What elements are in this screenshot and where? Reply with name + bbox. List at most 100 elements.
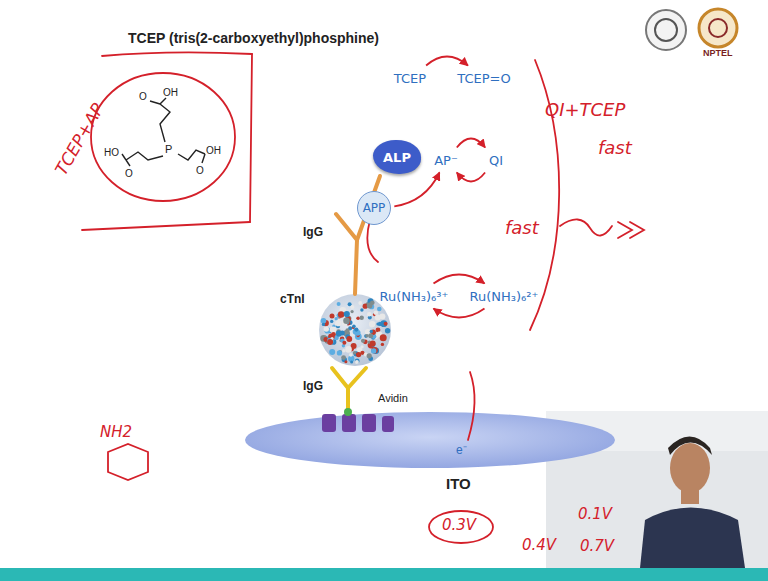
institute-logo — [646, 10, 686, 50]
reaction-arrow — [394, 173, 439, 207]
handwritten-note: NH2 — [100, 424, 132, 441]
handwritten-note: 0.1V — [578, 506, 612, 523]
protein-atom — [350, 361, 353, 364]
reaction-arrow — [457, 173, 485, 182]
capture-antibody — [332, 368, 366, 412]
protein-atom — [324, 326, 329, 331]
handwritten-note: 0.7V — [580, 538, 614, 555]
species-label: QI — [486, 151, 506, 170]
protein-atom — [360, 308, 363, 311]
protein-atom — [371, 348, 376, 353]
protein-atom — [377, 307, 382, 312]
protein-atom — [368, 333, 373, 338]
part-name: ITO — [446, 476, 471, 493]
protein-atom — [346, 336, 352, 342]
protein-atom — [351, 310, 354, 313]
node-text: QI — [489, 153, 503, 168]
part-name: IgG — [303, 226, 323, 239]
ito-electrode — [245, 412, 615, 468]
protein-atom — [369, 321, 376, 328]
protein-atom — [349, 353, 353, 357]
hand-annotation — [82, 52, 644, 543]
ctni-protein — [319, 294, 391, 366]
protein-atom — [330, 314, 335, 319]
handwritten-note: fast — [505, 218, 539, 238]
protein-atom — [380, 320, 387, 327]
protein-atom — [355, 359, 360, 364]
protein-atom — [344, 360, 347, 363]
species-label: TCEP=O — [454, 69, 513, 88]
protein-atom — [356, 316, 360, 320]
slide-title: TCEP (tris(2-carboxyethyl)phosphine) — [128, 30, 379, 46]
node-text: AP⁻ — [434, 153, 458, 168]
reaction-arrow — [434, 309, 485, 318]
species-label: Ru(NH₃)₆³⁺ — [377, 287, 452, 306]
protein-atom — [370, 340, 376, 346]
node-text: APP — [363, 201, 386, 215]
protein-atom — [336, 331, 342, 337]
protein-atom — [344, 311, 350, 317]
protein-atom — [374, 311, 378, 315]
nptel-logo — [699, 9, 737, 47]
protein-atom — [354, 328, 358, 332]
protein-atom — [360, 316, 364, 320]
node-text: Ru(NH₃)₆²⁺ — [470, 289, 539, 304]
handwritten-note: 0.3V — [442, 517, 476, 534]
reaction-arrow — [426, 57, 468, 66]
handwritten-note: QI+TCEP — [545, 100, 625, 120]
protein-atom — [350, 305, 354, 309]
protein-atom — [367, 353, 372, 358]
protein-atom — [375, 314, 381, 320]
biotin-dot — [344, 408, 352, 416]
protein-atom — [358, 301, 362, 305]
atom-label: O — [125, 168, 133, 179]
protein-atom — [355, 360, 359, 364]
protein-atom — [345, 346, 352, 353]
protein-atom — [356, 352, 361, 357]
protein-atom — [327, 338, 334, 345]
reaction-arrow — [434, 275, 485, 284]
handwritten-note: 0.4V — [522, 537, 556, 554]
species-label: TCEP — [391, 69, 429, 88]
protein-atom — [341, 355, 346, 360]
protein-atom — [371, 347, 377, 353]
protein-atom — [361, 339, 365, 343]
protein-atom — [353, 351, 356, 354]
footer-bar — [0, 568, 768, 581]
protein-atom — [381, 343, 384, 346]
tcep-structure — [122, 98, 205, 166]
node-text: Ru(NH₃)₆³⁺ — [380, 289, 449, 304]
protein-atom — [380, 334, 387, 341]
protein-atom — [342, 349, 345, 352]
protein-atom — [342, 341, 346, 345]
species-label: Ru(NH₃)₆²⁺ — [467, 287, 542, 306]
atom-label: O — [139, 91, 147, 102]
protein-atom — [327, 339, 333, 345]
protein-atom — [352, 324, 356, 328]
part-name: Avidin — [378, 392, 408, 404]
atom-label: OH — [206, 145, 221, 156]
substrate-circle: APP — [357, 191, 392, 226]
node-text: TCEP=O — [457, 71, 510, 86]
protein-atom — [329, 349, 335, 355]
protein-atom — [364, 334, 368, 338]
atom-label: O — [196, 165, 204, 176]
protein-atom — [351, 333, 354, 336]
protein-atom — [335, 320, 341, 326]
protein-atom — [331, 332, 336, 337]
protein-atom — [384, 322, 388, 326]
protein-atom — [324, 327, 330, 333]
protein-atom — [338, 311, 344, 317]
protein-atom — [337, 302, 341, 306]
avidin-symbol — [322, 414, 394, 432]
atom-label: HO — [104, 147, 119, 158]
handwritten-note: TCEP+AP — [52, 100, 108, 178]
protein-atom — [367, 312, 372, 317]
part-name: IgG — [303, 380, 323, 393]
protein-atom — [370, 301, 375, 306]
part-name: e⁻ — [456, 444, 467, 457]
protein-atom — [330, 320, 333, 323]
protein-atom — [335, 317, 338, 320]
protein-atom — [370, 330, 373, 333]
